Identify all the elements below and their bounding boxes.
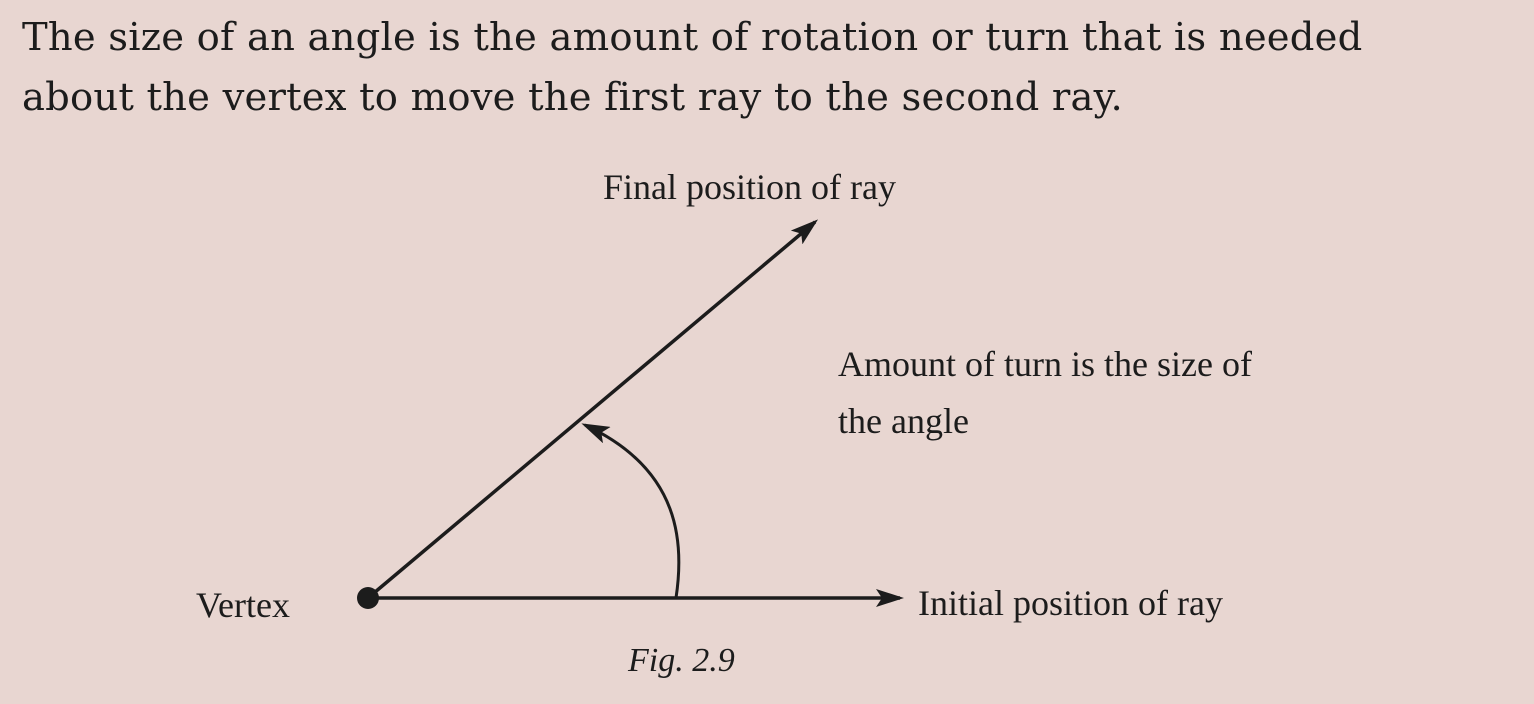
description-paragraph: The size of an angle is the amount of ro… xyxy=(22,8,1522,128)
turn-arc xyxy=(581,423,681,599)
figure-caption: Fig. 2.9 xyxy=(628,642,735,679)
final-ray xyxy=(366,219,819,600)
initial-position-label: Initial position of ray xyxy=(918,583,1223,623)
turn-amount-label-line-1: Amount of turn is the size of xyxy=(838,344,1252,384)
description-line-2: about the vertex to move the first ray t… xyxy=(22,75,1123,120)
vertex-dot xyxy=(357,587,379,609)
turn-amount-label-line-2: the angle xyxy=(838,401,969,441)
vertex-label: Vertex xyxy=(196,585,290,625)
description-line-1: The size of an angle is the amount of ro… xyxy=(22,15,1363,60)
final-position-label: Final position of ray xyxy=(603,167,896,207)
